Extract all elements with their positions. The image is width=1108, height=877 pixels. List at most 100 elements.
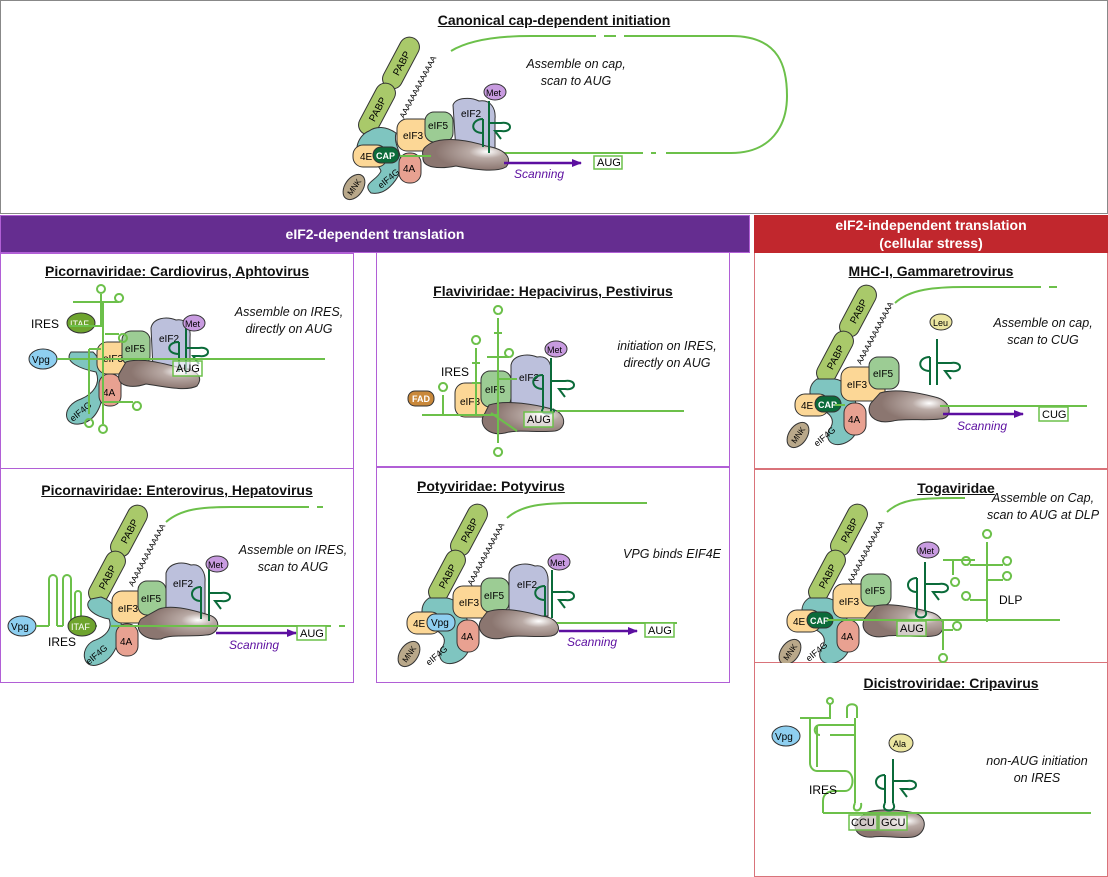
trna-met [907,562,949,619]
itaf-protein [66,312,96,334]
panel-dicistroviridae: Dicistroviridae: Cripavirus non-AUG init… [754,663,1108,877]
mhc-diagram: PABP AAAAAAAAAAAAA PABP eIF4G MNK 4E CAP… [786,284,1087,449]
eif2-protein [165,562,206,620]
eif4e-label: 4E [360,152,373,163]
dlp-structure [938,529,1013,663]
eif5-label: eIF5 [485,385,505,396]
codon-box [593,155,623,170]
panel-cardiovirus: Picornaviridae: Cardiovirus, Aphtovirus … [0,253,354,469]
fad-label: FAD [412,394,431,404]
codon-box [172,360,203,377]
mrna-strand [886,497,965,513]
eif2-label: eIF2 [159,334,179,345]
eif4a-label: 4A [841,632,854,643]
codon-box [523,411,554,428]
entero-diagram: PABP PABP AAAAAAAAAAAAA eIF4G 4A eIF3 eI… [7,504,345,667]
ires-structure [69,284,142,434]
trna-ala [875,759,917,812]
vpg-label: Vpg [775,732,793,743]
mnk-protein [342,173,366,201]
note-line-1: Assemble on IRES, [234,305,344,319]
met-label: Met [185,319,201,329]
mrna-strand [450,35,789,154]
met-amino-acid [182,314,206,332]
dlp-label: DLP [999,593,1022,607]
cap-structure [372,146,400,164]
note-line-2: scan to CUG [1007,333,1079,347]
cardio-diagram: eIF4G 4A eIF3 eIF5 eIF2 ITAF IRES Met Vp… [28,284,325,434]
scanning-label: Scanning [957,419,1007,433]
mhc-title: MHC-I, Gammaretrovirus [848,263,1014,279]
canonical-panel: Canonical cap-dependent initiation Assem… [0,0,1108,214]
entero-title: Picornaviridae: Enterovirus, Hepatovirus [41,482,313,498]
ala-amino-acid [888,733,914,753]
itaf-protein [67,615,97,637]
note-line-1: initiation on IRES, [617,339,717,353]
toga-note: Assemble on Cap, scan to AUG at DLP [983,490,1103,524]
itaf-label: ITAF [71,622,90,632]
leu-amino-acid [929,313,953,331]
met-label: Met [486,88,502,98]
eif3-label: eIF3 [118,604,138,615]
met-amino-acid [205,555,229,573]
met-label: Met [208,560,224,570]
eif4a-label: 4A [403,164,416,175]
itaf-label: ITAF [70,319,89,329]
vpg-protein [771,725,801,747]
met-label: Met [547,345,563,355]
toga-diagram: PABP AAAAAAAAAAAAA PABP eIF4G MNK 4E CAP… [778,497,1060,666]
eif3-label: eIF3 [839,597,859,608]
met-label: Met [919,546,935,556]
note-line-1: Assemble on cap, [993,316,1093,330]
mrna-strand [165,506,323,523]
poty-diagram: PABP AAAAAAAAAAAAA PABP eIF4G MNK 4E Vpg… [397,502,677,668]
vpg-protein [426,613,456,632]
flavi-title: Flaviviridae: Hepacivirus, Pestivirus [433,283,673,299]
codon-box-gcu [878,814,908,831]
eif3-label: eIF3 [459,598,479,609]
codon-label: AUG [527,414,551,426]
note-line-2: scan to AUG [540,74,612,88]
canonical-diagram: PABP PABP AAAAAAAAAAAAA eIF4G MNK 4E CAP… [342,35,789,201]
met-amino-acid [916,541,940,559]
codon-label-ccu: CCU [851,817,875,829]
vpg-label: Vpg [32,355,50,366]
note-line-2: directly on AUG [245,322,333,336]
eif2-independent-header: eIF2-independent translation (cellular s… [754,215,1108,253]
note-line-2: directly on AUG [623,356,711,370]
eif5-label: eIF5 [865,586,885,597]
toga-title: Togaviridae [917,480,995,496]
eif2-protein [508,563,549,617]
codon-label: AUG [597,157,621,169]
ires-label: IRES [809,783,837,797]
eif3-label: eIF3 [460,397,480,408]
ribosome [868,390,950,423]
eif4a-label: 4A [103,388,116,399]
cardio-note: Assemble on IRES, directly on AUG [229,304,349,338]
dicistro-note: non-AUG initiation on IRES [977,753,1097,787]
eif4e-label: 4E [801,401,814,412]
ala-label: Ala [893,739,906,749]
note-line-1: Assemble on IRES, [238,543,348,557]
eif4e-label: 4E [793,617,806,628]
cardio-title: Picornaviridae: Cardiovirus, Aphtovirus [45,263,309,279]
eif5-protein [868,356,900,390]
dicistro-diagram: Vpg Ala IRES CCU GCU [771,696,1091,839]
trna-leu [919,339,961,385]
met-amino-acid [483,83,507,101]
codon-box [896,620,927,637]
ires-label: IRES [31,317,59,331]
note-line-2: scan to AUG [257,560,329,574]
trna-met [472,101,511,153]
eif2-label: eIF2 [173,579,193,590]
scanning-label: Scanning [514,167,564,181]
eif5-label: eIF5 [873,369,893,380]
trna-met [191,569,231,621]
eif3-label: eIF3 [403,131,423,142]
codon-label: AUG [900,623,924,635]
note-line-1: VPG binds EIF4E [623,547,721,561]
cap-label: CAP [376,151,395,161]
eif4a-protein [115,623,139,657]
note-line-1: Assemble on Cap, [991,491,1095,505]
note-line-2: scan to AUG at DLP [986,508,1100,522]
